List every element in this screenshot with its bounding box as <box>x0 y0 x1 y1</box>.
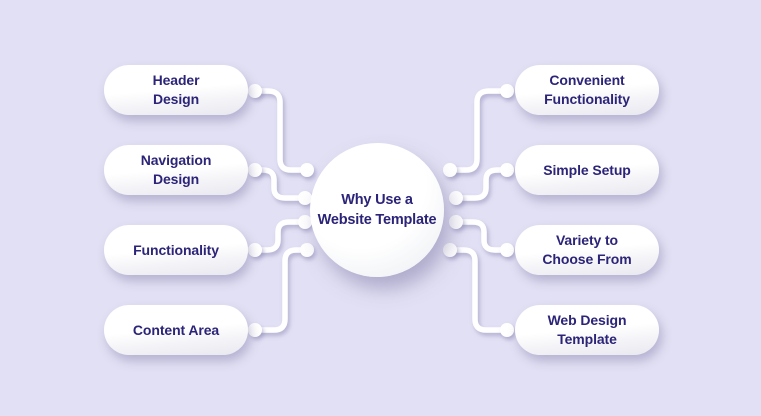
node-label: Header Design <box>152 72 200 107</box>
node-content-area: Content Area <box>104 305 248 355</box>
node-header-design: Header Design <box>104 65 248 115</box>
node-label: Web Design Template <box>547 312 627 347</box>
connector-dot <box>500 84 514 98</box>
connector-dot <box>449 215 463 229</box>
center-node-label: Why Use a Website Template <box>317 192 437 228</box>
connector-dot <box>443 243 457 257</box>
connector-dot <box>248 323 262 337</box>
node-label: Functionality <box>133 241 219 258</box>
node-label: Simple Setup <box>543 161 631 178</box>
node-label: Convenient Functionality <box>544 72 630 107</box>
connector-dot <box>248 243 262 257</box>
node-label: Content Area <box>132 321 220 338</box>
connector-dot <box>300 163 314 177</box>
center-node: Why Use a Website Template <box>310 143 444 277</box>
connector-line-variety-to-choose-from <box>453 219 510 253</box>
node-convenient-functionality: Convenient Functionality <box>515 65 659 115</box>
node-functionality: Functionality <box>104 225 248 275</box>
connector-line-simple-setup <box>453 167 510 201</box>
connector-dot <box>500 243 514 257</box>
connector-line-header-design <box>252 88 310 173</box>
connector-line-navigation-design <box>252 167 308 201</box>
node-label: Navigation Design <box>140 152 212 187</box>
connector-dot <box>449 191 463 205</box>
connector-line-web-design-template <box>447 247 510 333</box>
connector-dot <box>298 215 312 229</box>
node-variety-to-choose-from: Variety to Choose From <box>515 225 659 275</box>
node-web-design-template: Web Design Template <box>515 305 659 355</box>
connector-dot <box>443 163 457 177</box>
connector-line-content-area <box>252 247 310 333</box>
connector-dot <box>500 163 514 177</box>
connector-dot <box>248 84 262 98</box>
node-simple-setup: Simple Setup <box>515 145 659 195</box>
connector-dot <box>500 323 514 337</box>
connector-line-convenient-functionality <box>447 88 510 173</box>
connector-line-functionality <box>252 219 308 253</box>
node-navigation-design: Navigation Design <box>104 145 248 195</box>
node-label: Variety to Choose From <box>542 232 632 267</box>
connector-dot <box>298 191 312 205</box>
connector-dot <box>248 163 262 177</box>
connector-dot <box>300 243 314 257</box>
